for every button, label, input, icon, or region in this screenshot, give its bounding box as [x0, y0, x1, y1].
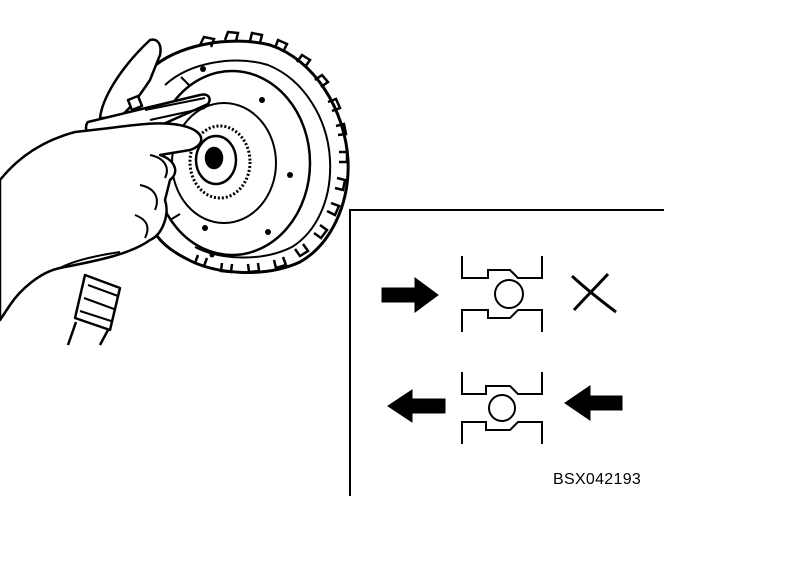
check-valve-blocked: [461, 256, 543, 332]
inset-row-blocked: [381, 256, 617, 332]
wheel-disc-inner: [171, 102, 277, 224]
wheel-disc: [152, 69, 312, 257]
tire-tread: [193, 30, 349, 274]
valve-ball: [488, 394, 516, 422]
arrow-left-out-icon: [387, 389, 446, 423]
arrow-right-icon: [381, 277, 439, 313]
wheel-assembly: [148, 30, 350, 274]
gear-ring: [188, 124, 252, 200]
check-valve-open: [461, 372, 543, 444]
tire: [148, 30, 350, 274]
inset-frame: [349, 209, 664, 496]
bolt-holes: [200, 66, 293, 258]
figure-code-label: BSX042193: [553, 471, 642, 488]
hub-center: [204, 146, 224, 170]
inset-row-open: [387, 372, 623, 444]
arrow-left-in-icon: [564, 385, 623, 421]
valve-ball: [494, 279, 524, 309]
hand-with-tool: [0, 38, 211, 346]
hub-outer: [194, 134, 238, 186]
x-mark-icon: [570, 272, 617, 314]
air-hose: [66, 273, 122, 346]
